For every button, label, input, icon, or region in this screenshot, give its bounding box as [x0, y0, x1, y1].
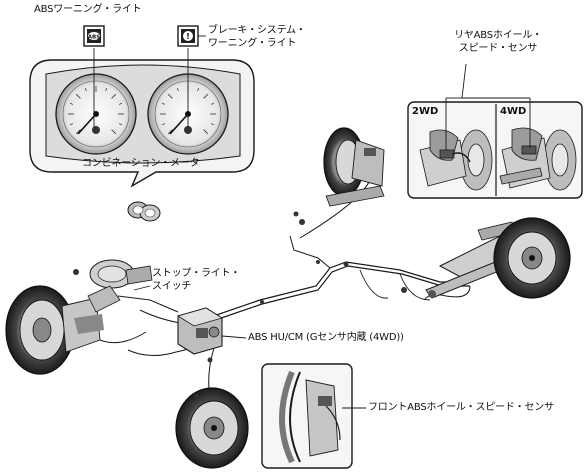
dial-tick — [111, 129, 117, 135]
rear-abs-sensor-label-line1: リヤABSホイール・ — [454, 30, 542, 41]
abs-hu-cm-label: ABS HU/CM (Gセンサ内蔵 (4WD)) — [248, 332, 404, 343]
rear-abs-sensor-label-line2: スピード・センサ — [458, 43, 538, 54]
brake-booster — [73, 259, 153, 344]
inset-label-4wd: 4WD — [500, 106, 527, 117]
rear-hub-4wd — [499, 127, 577, 191]
dial-tick — [167, 129, 173, 135]
inset-label-2wd: 2WD — [412, 106, 439, 117]
dial-tick — [111, 93, 117, 99]
brake-warning-lamp-icon: ! — [177, 25, 199, 47]
dial-tick — [167, 93, 173, 99]
stop-light-switch-label-line1: ストップ・ライト・ — [152, 268, 241, 279]
dial-tick — [118, 123, 123, 126]
dial-tick — [161, 102, 166, 105]
dial-tick — [210, 123, 215, 126]
combination-meter-label: コンビネーション・メータ — [82, 158, 200, 169]
rear-hub-2wd — [419, 129, 493, 191]
speedometer-dial — [55, 73, 137, 155]
dial-tick — [69, 123, 74, 126]
dial-tick — [118, 102, 123, 105]
dial-tick — [161, 123, 166, 126]
front-right-wheel — [175, 387, 249, 469]
rear-right-wheel — [493, 217, 571, 299]
dial-tick — [203, 129, 209, 135]
label-leaders — [133, 285, 247, 339]
abs-warning-light-label: ABSワーニング・ライト — [34, 4, 142, 15]
dial-tick — [105, 87, 108, 92]
dial-tick — [75, 129, 81, 135]
rear-sensor-insets — [407, 63, 583, 199]
harness-connectors — [194, 260, 349, 398]
dial-tick — [69, 102, 74, 105]
dial-tick — [176, 87, 179, 92]
front-abs-sensor-label: フロントABSホイール・スピード・センサ — [368, 402, 554, 413]
dial-tick — [197, 87, 200, 92]
dial-tick — [203, 93, 209, 99]
meter-lens-parts — [127, 201, 161, 222]
rear-left-wheel — [293, 127, 385, 225]
brake-warning-light-label-line2: ワーニング・ライト — [208, 38, 297, 49]
brake-lamp-glyph: ! — [186, 32, 190, 41]
stop-light-switch-label-line2: スイッチ — [152, 281, 192, 292]
dial-tick — [75, 93, 81, 99]
abs-lamp-glyph: ABS — [88, 35, 100, 41]
abs-warning-lamp-icon: ABS — [83, 25, 105, 47]
combination-meter-callout — [29, 48, 255, 222]
dial-tick — [84, 87, 87, 92]
dial-tick — [210, 102, 215, 105]
abs-hydraulic-unit — [177, 307, 223, 363]
front-sensor-inset — [261, 363, 366, 469]
brake-warning-light-label-line1: ブレーキ・システム・ — [208, 25, 306, 36]
front-left-wheel — [5, 285, 104, 375]
